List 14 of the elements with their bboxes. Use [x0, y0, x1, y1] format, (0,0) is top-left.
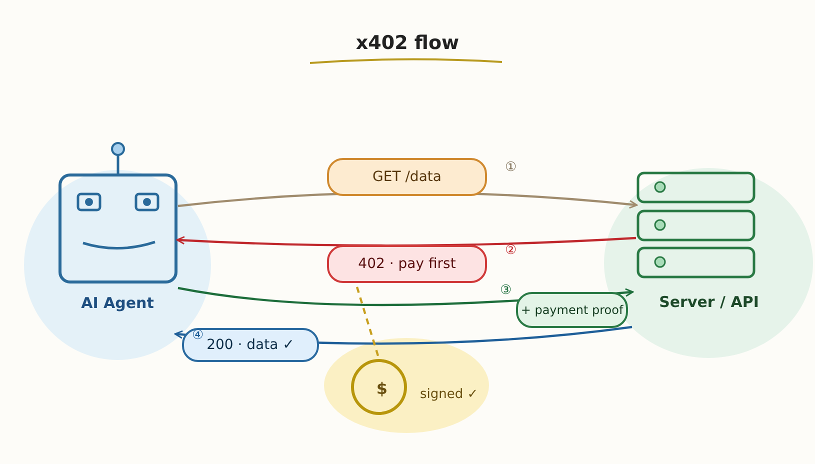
currency-symbol: $: [375, 379, 389, 398]
diagram-title: x402 flow: [354, 32, 460, 54]
robot-drawing: [57, 140, 179, 285]
edge-label: GET /data: [327, 158, 487, 196]
edge-label: 402 · pay first: [327, 245, 487, 283]
step-number: ①: [505, 160, 517, 175]
arrow: [176, 236, 636, 247]
step-number: ③: [500, 283, 512, 298]
node-label: AI Agent: [80, 294, 155, 312]
step-number: ②: [505, 243, 517, 258]
node-label: signed ✓: [420, 387, 480, 402]
server-rack-drawing: [636, 171, 756, 279]
step-number: ④: [192, 328, 204, 343]
edge-label: + payment proof: [516, 292, 628, 328]
